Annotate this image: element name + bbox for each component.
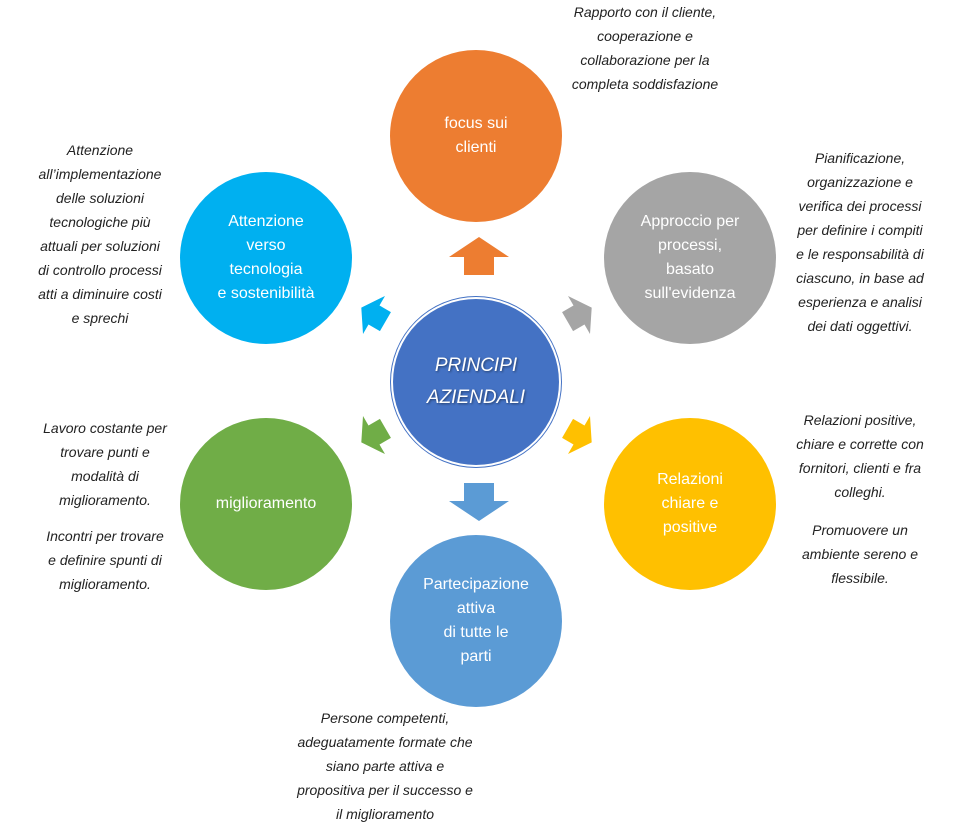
arrow-down-icon bbox=[449, 483, 509, 521]
node-relazioni: Relazioni chiare e positive bbox=[604, 418, 776, 590]
node-focus-clienti: focus sui clienti bbox=[390, 50, 562, 222]
description-relazioni-1: Relazioni positive, chiare e corrette co… bbox=[796, 412, 924, 500]
node-label: Approccio per processi, basato sull'evid… bbox=[640, 213, 740, 302]
description-relazioni-2: Promuovere un ambiente sereno e flessibi… bbox=[802, 522, 918, 586]
description-miglioramento-2: Incontri per trovare e definire spunti d… bbox=[46, 528, 164, 592]
node-processi: Approccio per processi, basato sull'evid… bbox=[604, 172, 776, 344]
node-partecipazione: Partecipazione attiva di tutte le parti bbox=[390, 535, 562, 707]
arrow-down-right-icon bbox=[562, 415, 592, 455]
node-label: focus sui clienti bbox=[444, 115, 508, 156]
description-processi: Pianificazione, organizzazione e verific… bbox=[796, 150, 924, 334]
center-node: PRINCIPI AZIENDALI bbox=[391, 297, 561, 467]
node-miglioramento: miglioramento bbox=[180, 418, 352, 590]
node-label: Partecipazione attiva di tutte le parti bbox=[423, 576, 529, 665]
description-partecipazione: Persone competenti, adeguatamente format… bbox=[297, 710, 473, 822]
center-label: PRINCIPI AZIENDALI bbox=[426, 355, 526, 408]
node-label: Relazioni chiare e positive bbox=[657, 471, 723, 536]
description-tecnologia: Attenzione all’implementazione delle sol… bbox=[38, 142, 162, 326]
node-label: miglioramento bbox=[215, 495, 317, 512]
arrow-up-right-icon bbox=[562, 295, 592, 335]
arrow-up-left-icon bbox=[361, 295, 391, 335]
node-tecnologia: Attenzione verso tecnologia e sostenibil… bbox=[180, 172, 352, 344]
arrow-up-icon bbox=[449, 237, 509, 275]
description-miglioramento-1: Lavoro costante per trovare punti e moda… bbox=[43, 420, 167, 508]
arrow-down-left-icon bbox=[361, 415, 391, 455]
description-focus: Rapporto con il cliente, cooperazione e … bbox=[571, 4, 719, 92]
node-label: Attenzione verso tecnologia e sostenibil… bbox=[217, 213, 315, 302]
